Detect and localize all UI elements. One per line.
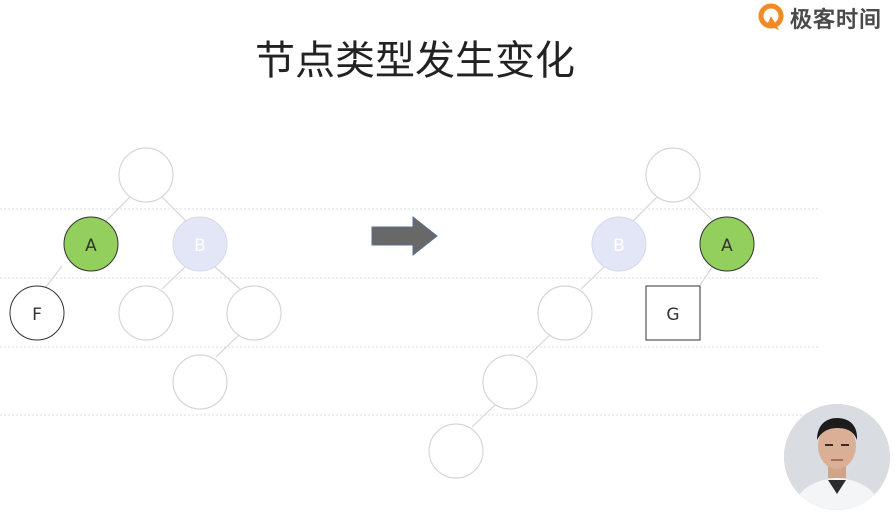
geektime-logo-icon (758, 3, 784, 30)
left-tree-edges (45, 194, 241, 358)
left-node-a-label: A (85, 236, 97, 256)
edge-b-left (161, 265, 187, 290)
edge-a-f (45, 265, 63, 288)
edge-root-b (632, 194, 660, 222)
right-node-b (591, 216, 647, 272)
presenter-avatar (784, 404, 890, 510)
left-node-f (9, 285, 65, 341)
right-node-g (645, 285, 701, 341)
left-node-b (172, 216, 228, 272)
level-lines (0, 208, 818, 416)
right-node-root (645, 147, 701, 203)
right-node-b-left-left (482, 354, 538, 410)
edge-bleftleft-left (471, 402, 498, 428)
right-node-b-left (537, 285, 593, 341)
right-arrow-icon (371, 215, 438, 257)
edge-root-b (159, 194, 187, 222)
right-node-g-label: G (666, 305, 679, 325)
left-node-root (118, 147, 174, 203)
right-node-a (699, 216, 755, 272)
left-node-b-right (226, 285, 282, 341)
edge-root-a (105, 194, 133, 222)
right-tree-edges (471, 194, 714, 428)
left-node-b-right-left (172, 354, 228, 410)
left-node-b-left (118, 285, 174, 341)
left-node-f-label: F (32, 305, 42, 325)
edge-a-g (699, 265, 714, 286)
edge-b-right (213, 265, 241, 290)
right-node-b-label: B (613, 236, 625, 256)
logo-text: 极客时间 (789, 8, 882, 33)
slide-title: 节点类型发生变化 (255, 38, 575, 84)
edge-bright-left (215, 333, 241, 358)
brand-logo: 极客时间 (758, 2, 882, 34)
right-node-b-left-left-left (428, 423, 484, 479)
left-node-a (63, 216, 119, 272)
presenter-video (784, 404, 890, 510)
left-node-b-label: B (194, 236, 206, 256)
right-node-a-label: A (721, 236, 733, 256)
edge-b-left (580, 265, 606, 290)
edge-bleft-left (525, 333, 552, 359)
edge-root-a (686, 194, 714, 222)
